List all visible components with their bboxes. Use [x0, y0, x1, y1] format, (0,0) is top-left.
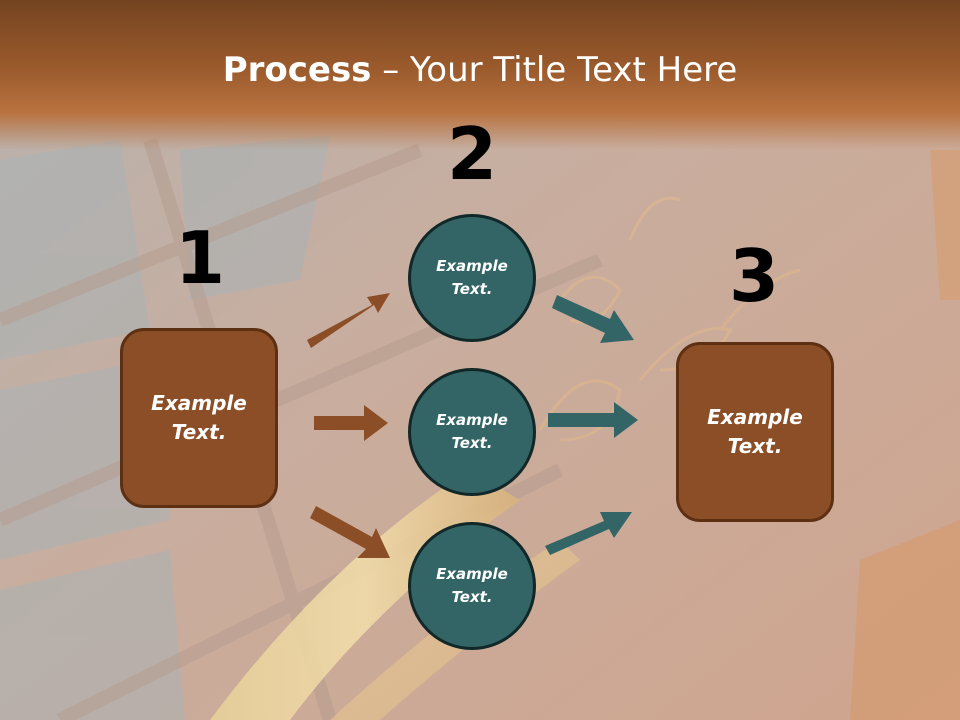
- page-title-rest: – Your Title Text Here: [371, 50, 738, 90]
- step-2-circle-top: Example Text.: [408, 214, 536, 342]
- step-2-circle-middle: Example Text.: [408, 368, 536, 496]
- step-1-box: Example Text.: [120, 328, 278, 508]
- step-number-1: 1: [174, 216, 226, 300]
- step-number-2: 2: [446, 112, 498, 196]
- step-number-3: 3: [728, 234, 780, 318]
- page-title-bold: Process: [222, 50, 372, 90]
- step-2-circle-bottom: Example Text.: [408, 522, 536, 650]
- page-title: Process – Your Title Text Here: [0, 50, 960, 90]
- step-3-box: Example Text.: [676, 342, 834, 522]
- title-band: [0, 0, 960, 150]
